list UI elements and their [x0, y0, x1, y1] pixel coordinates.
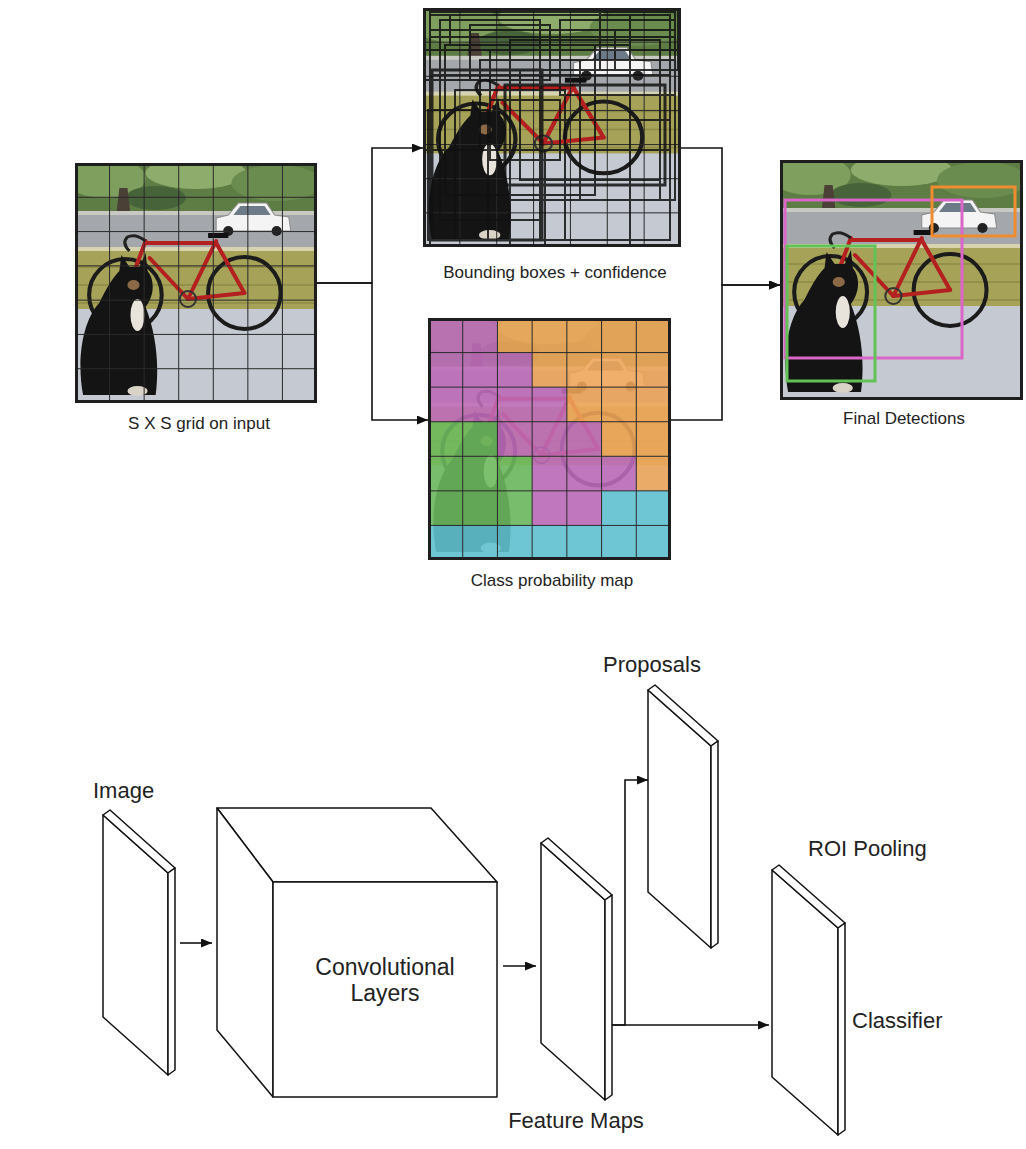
layer-label: Proposals [603, 652, 701, 677]
layer-slab-outline [648, 685, 718, 948]
flow-arrow [612, 1024, 769, 1026]
layer-label: ROI Pooling [808, 836, 927, 861]
panel-caption-holder: Bounding boxes + confidence [443, 263, 667, 283]
layer-slab-outline [772, 865, 845, 1135]
panel-caption-holder: S X S grid on input [128, 414, 270, 434]
layer-slab: ROI PoolingClassifier [772, 865, 845, 1135]
layer-slab: Feature Maps [541, 838, 612, 1100]
layer-label-holder: Convolutional Layers [285, 954, 485, 1007]
layer-label: Classifier [852, 1008, 942, 1033]
panel-caption: Final Detections [843, 409, 965, 429]
panel-caption-holder: Final Detections [843, 409, 965, 429]
layer-label-holder: Proposals [603, 652, 701, 677]
layer-slab-outline [541, 838, 612, 1100]
layer-label-holder: Classifier [852, 1008, 942, 1033]
image-panel: Final Detections [780, 160, 1023, 400]
flow-arrow [317, 148, 423, 283]
flow-arrow [503, 965, 536, 967]
layer-label: Image [93, 778, 154, 803]
layer-label: Feature Maps [508, 1108, 644, 1133]
flow-arrow [317, 283, 428, 420]
image-panel: Bounding boxes + confidence [423, 8, 681, 247]
layer-label-holder: Feature Maps [508, 1108, 644, 1133]
flow-arrow [180, 942, 212, 944]
layer-slab: Image [103, 810, 175, 1075]
flow-arrow [681, 148, 780, 285]
layer-slab-outline [103, 810, 175, 1075]
flow-arrow [612, 780, 648, 1025]
layer-label-holder: Image [93, 778, 154, 803]
layer-slab: Proposals [648, 685, 718, 948]
image-panel: Class probability map [428, 318, 671, 560]
panel-caption: S X S grid on input [128, 414, 270, 434]
flow-arrow [671, 285, 780, 420]
panel-caption: Bounding boxes + confidence [443, 263, 667, 283]
panel-caption-holder: Class probability map [471, 571, 634, 591]
conv-cube: Convolutional Layers [217, 808, 497, 1097]
image-panel: S X S grid on input [75, 163, 317, 403]
panel-caption: Class probability map [471, 571, 634, 591]
conv-cube-outline [217, 808, 497, 1097]
layer-label-holder: ROI Pooling [808, 836, 927, 861]
layer-label: Convolutional Layers [285, 954, 485, 1007]
